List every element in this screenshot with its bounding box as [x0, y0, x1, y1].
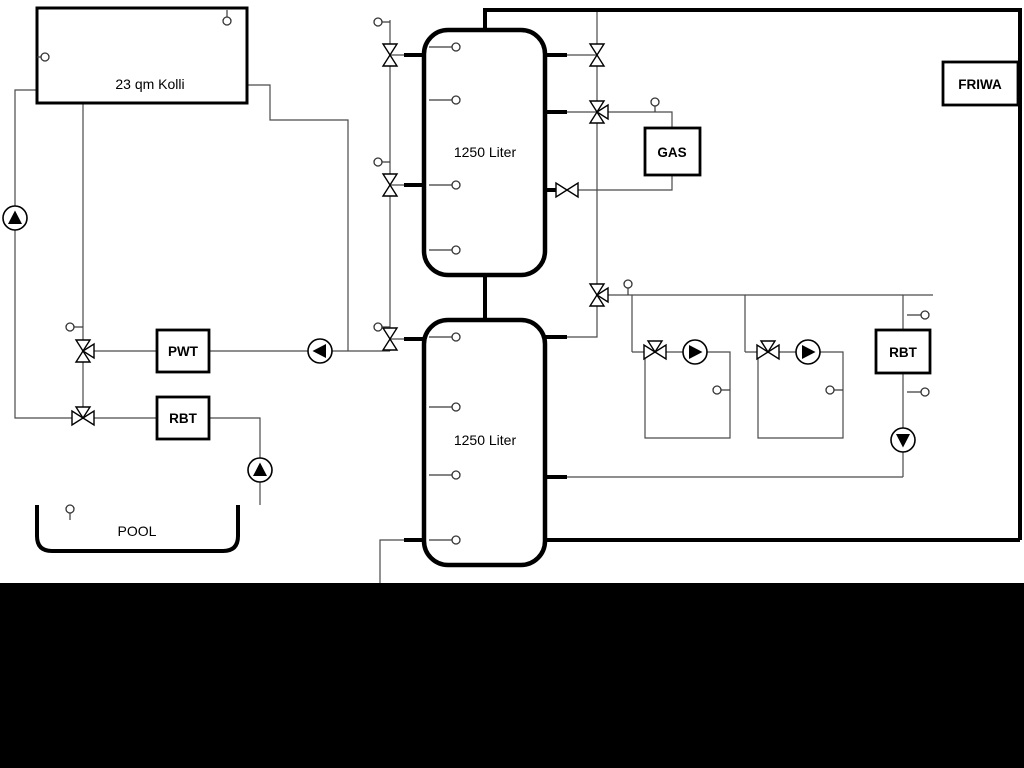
sensor-icon — [451, 180, 461, 190]
rbt-right-label: RBT — [889, 345, 917, 360]
sensor-icon — [65, 322, 75, 332]
rbt-right-box — [874, 328, 932, 375]
gas-label: GAS — [657, 145, 686, 160]
sensor-icon — [451, 332, 461, 342]
pool-basin — [35, 505, 240, 553]
bottom-black-bar — [0, 583, 1024, 768]
pump-icon — [682, 339, 708, 365]
sensor-icon — [712, 385, 722, 395]
tank-port-stub — [404, 53, 427, 542]
pipe — [247, 84, 349, 351]
sensor-stems — [37, 10, 921, 541]
rbt-left-label: RBT — [169, 411, 197, 426]
pump-icon — [307, 338, 333, 364]
sensor-icon — [40, 52, 50, 62]
sensor-icon — [65, 504, 75, 514]
rbt-left-box — [155, 395, 211, 441]
pipe — [567, 54, 597, 113]
sensor-icon — [623, 279, 633, 289]
sensor-icon — [451, 402, 461, 412]
friwa-label: FRIWA — [958, 77, 1002, 92]
pipes-thin — [14, 10, 933, 583]
sensor-icon — [451, 245, 461, 255]
pipe — [578, 175, 673, 191]
sensor-icon — [650, 97, 660, 107]
sensor-icon — [451, 535, 461, 545]
pump-icon — [890, 427, 916, 453]
pwt-box — [155, 328, 211, 374]
buffer-tank-bottom — [421, 317, 548, 568]
pipe — [14, 89, 72, 419]
solar-collector — [35, 6, 249, 105]
pipe — [597, 111, 673, 128]
collector-label: 23 qm Kolli — [115, 76, 184, 92]
pump-icon — [2, 205, 28, 231]
sensor-icon — [373, 322, 383, 332]
tank-bottom-label: 1250 Liter — [454, 432, 517, 448]
tank-top-label: 1250 Liter — [454, 144, 517, 160]
pipe — [379, 539, 404, 583]
sensor-icon — [451, 470, 461, 480]
pwt-label: PWT — [168, 344, 199, 359]
sensor-icon — [451, 42, 461, 52]
pipe — [390, 54, 404, 340]
buffer-tank-top — [421, 27, 548, 278]
sensor-icon — [920, 387, 930, 397]
pump-icon — [247, 457, 273, 483]
sensor-icon — [451, 95, 461, 105]
sensor-icon — [825, 385, 835, 395]
sensor-icon — [920, 310, 930, 320]
pool-label: POOL — [118, 523, 157, 539]
sensor-icon — [373, 157, 383, 167]
pipes-main — [404, 8, 1022, 542]
friwa-box — [941, 60, 1020, 107]
pump-icon — [795, 339, 821, 365]
tank-port-stub — [543, 53, 567, 479]
gas-boiler-box — [643, 126, 702, 177]
sensor-icon — [373, 17, 383, 27]
sensor-icon — [222, 16, 232, 26]
